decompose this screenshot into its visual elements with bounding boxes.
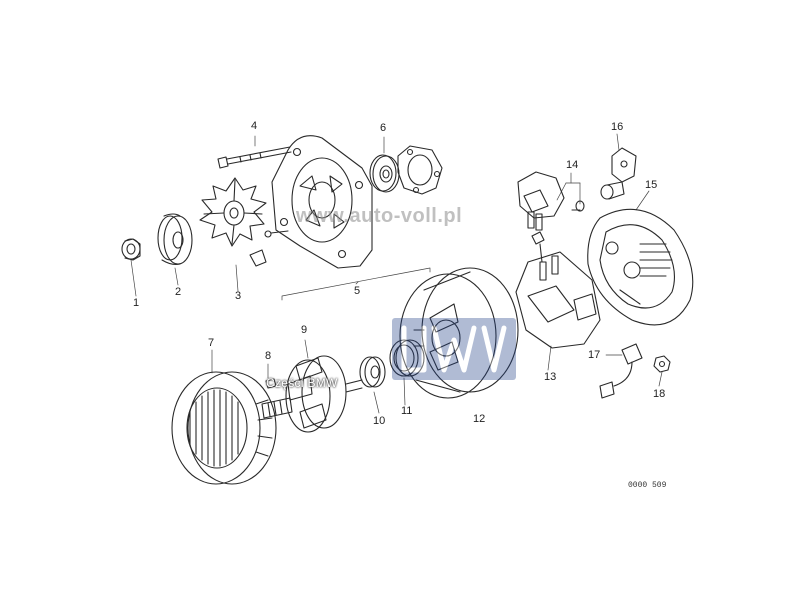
callout-6: 6	[380, 122, 387, 134]
callout-7: 7	[208, 337, 215, 349]
part-13-regulator	[515, 231, 601, 349]
part-9-rotor	[261, 355, 363, 433]
callout-9: 9	[301, 324, 308, 336]
part-12-housing	[399, 267, 519, 399]
part-18-nut	[653, 355, 671, 373]
callout-18: 18	[653, 388, 666, 400]
part-7-stator	[171, 371, 277, 485]
part-14-brush-assembly	[517, 171, 585, 231]
callout-14: 14	[566, 159, 579, 171]
callout-10: 10	[373, 415, 386, 427]
callout-15: 15	[645, 179, 658, 191]
part-2-pulley	[157, 213, 193, 266]
part-15-rear-cover	[587, 208, 694, 326]
part-4-bolt	[217, 146, 292, 169]
callout-4: 4	[251, 120, 258, 132]
part-8-key	[265, 378, 277, 389]
callout-2: 2	[175, 286, 182, 298]
watermark-url: www.auto-voll.pl	[296, 205, 463, 227]
callout-16: 16	[611, 121, 624, 133]
part-1-nut	[121, 238, 141, 261]
callout-11: 11	[401, 405, 413, 417]
callout-12: 12	[473, 413, 486, 425]
callout-13: 13	[544, 371, 557, 383]
part-16-bracket	[600, 147, 637, 200]
callout-3: 3	[235, 290, 242, 302]
part-6-plate	[397, 145, 443, 195]
logo-watermark	[392, 318, 516, 380]
part-17-lead	[599, 343, 643, 399]
part-10-bearing	[359, 356, 386, 388]
callout-1: 1	[133, 297, 140, 309]
drawing-id: 0000 509	[628, 481, 667, 490]
callout-17: 17	[588, 349, 601, 361]
watermark-brand: Części BMW	[266, 376, 338, 390]
callout-5: 5	[354, 285, 361, 297]
part-11-ring	[389, 339, 425, 377]
part-6-bearing	[369, 154, 400, 193]
part-3-fan	[199, 177, 267, 267]
callout-8: 8	[265, 350, 272, 362]
part-5-drive-end-shield	[271, 135, 373, 269]
